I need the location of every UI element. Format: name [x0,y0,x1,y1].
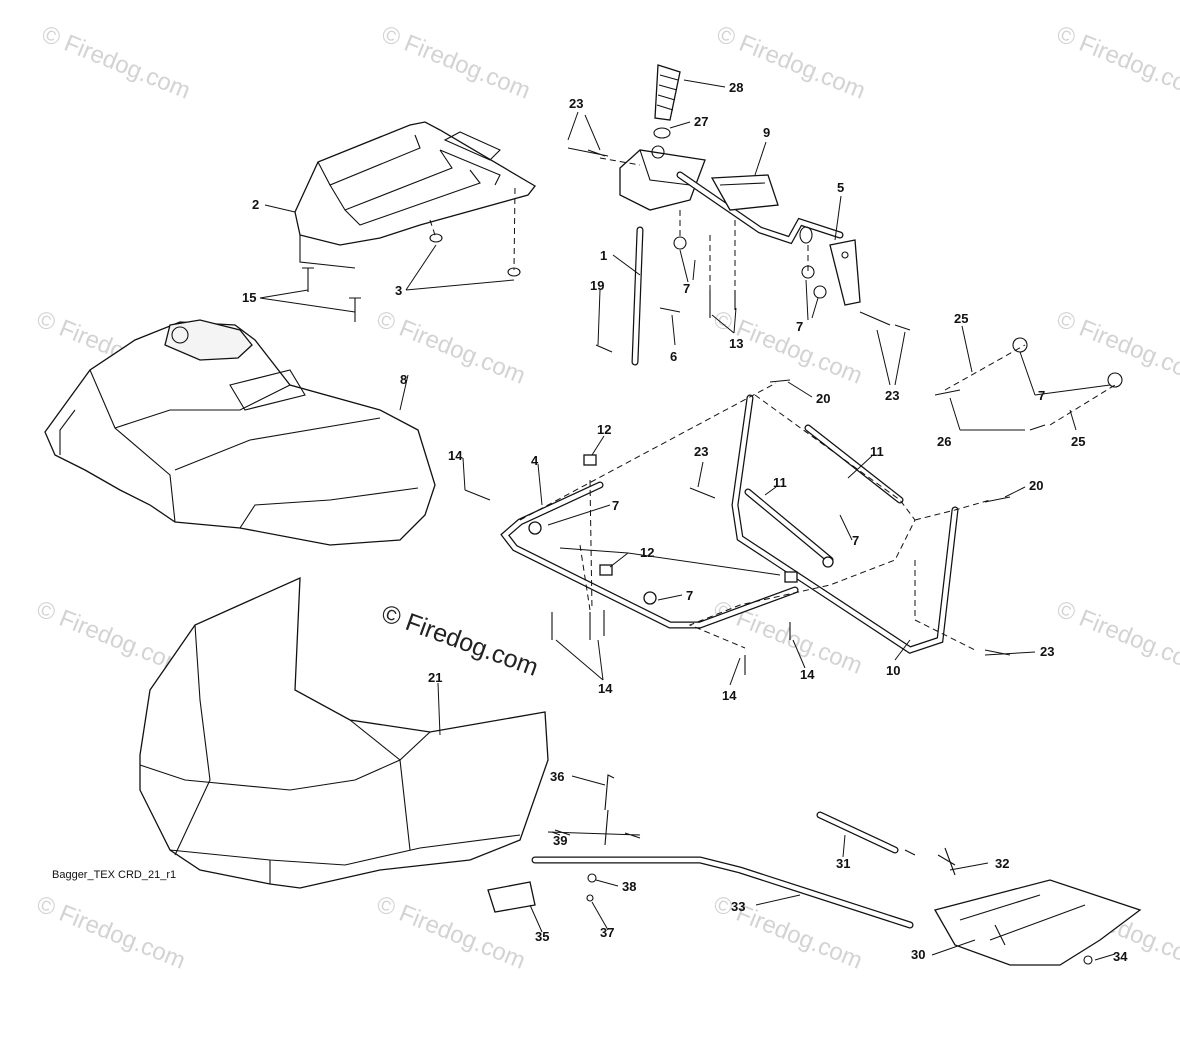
callout-6: 6 [670,349,677,364]
part-lid-cover [294,121,536,269]
callout-14: 14 [800,667,815,682]
callout-7: 7 [686,588,693,603]
callout-38: 38 [622,879,636,894]
callout-7: 7 [796,319,803,334]
callout-14: 14 [448,448,463,463]
part-hood [44,319,436,546]
callout-3: 3 [395,283,402,298]
part-bagger-frame [500,394,959,654]
callout-10: 10 [886,663,900,678]
callout-14: 14 [722,688,737,703]
callout-15: 15 [242,290,256,305]
callout-23: 23 [569,96,583,111]
callout-19: 19 [590,278,604,293]
callout-7: 7 [612,498,619,513]
watermark-text: © Firedog.com [33,891,189,975]
callout-34: 34 [1113,949,1128,964]
drawing-caption: Bagger_TEX CRD_21_r1 [52,869,176,881]
callout-12: 12 [597,422,611,437]
part-handle-assembly [567,64,861,366]
callout-39: 39 [553,833,567,848]
watermark-text: © Firedog.com [373,306,529,390]
callout-7: 7 [683,281,690,296]
part-lever-assembly [487,774,1142,966]
watermark-text: © Firedog.com [1053,21,1180,105]
callout-33: 33 [731,899,745,914]
callout-14: 14 [598,681,613,696]
watermark-text: © Firedog.com [378,21,534,105]
callout-32: 32 [995,856,1009,871]
callout-28: 28 [729,80,743,95]
callout-12: 12 [640,545,654,560]
callout-23: 23 [1040,644,1054,659]
leader-lines [259,79,1116,961]
callout-25: 25 [1071,434,1085,449]
callout-13: 13 [729,336,743,351]
callout-26: 26 [937,434,951,449]
callout-11: 11 [870,444,884,459]
callout-9: 9 [763,125,770,140]
callout-8: 8 [400,372,407,387]
callout-31: 31 [836,856,850,871]
center-watermark: © Firedog.com [378,599,542,682]
callout-20: 20 [1029,478,1043,493]
watermark-text: © Firedog.com [1053,306,1180,390]
callout-5: 5 [837,180,844,195]
callout-7: 7 [852,533,859,548]
callout-23: 23 [885,388,899,403]
callout-21: 21 [428,670,442,685]
dash-guides [429,157,1116,651]
callout-2: 2 [252,197,259,212]
part-fasteners [302,233,1123,675]
callout-35: 35 [535,929,549,944]
watermark-text: © Firedog.com [1053,596,1180,680]
callout-11: 11 [773,475,787,490]
callout-30: 30 [911,947,925,962]
callout-labels: 28 27 23 9 2 5 1 7 15 3 19 7 13 6 25 8 2… [242,80,1128,964]
callout-4: 4 [531,453,539,468]
callout-1: 1 [600,248,607,263]
watermark-text: © Firedog.com [38,21,194,105]
callout-37: 37 [600,925,614,940]
part-collector-bag [139,576,549,889]
callout-7: 7 [1038,388,1045,403]
callout-27: 27 [694,114,708,129]
callout-20: 20 [816,391,830,406]
callout-23: 23 [694,444,708,459]
callout-36: 36 [550,769,564,784]
callout-25: 25 [954,311,968,326]
